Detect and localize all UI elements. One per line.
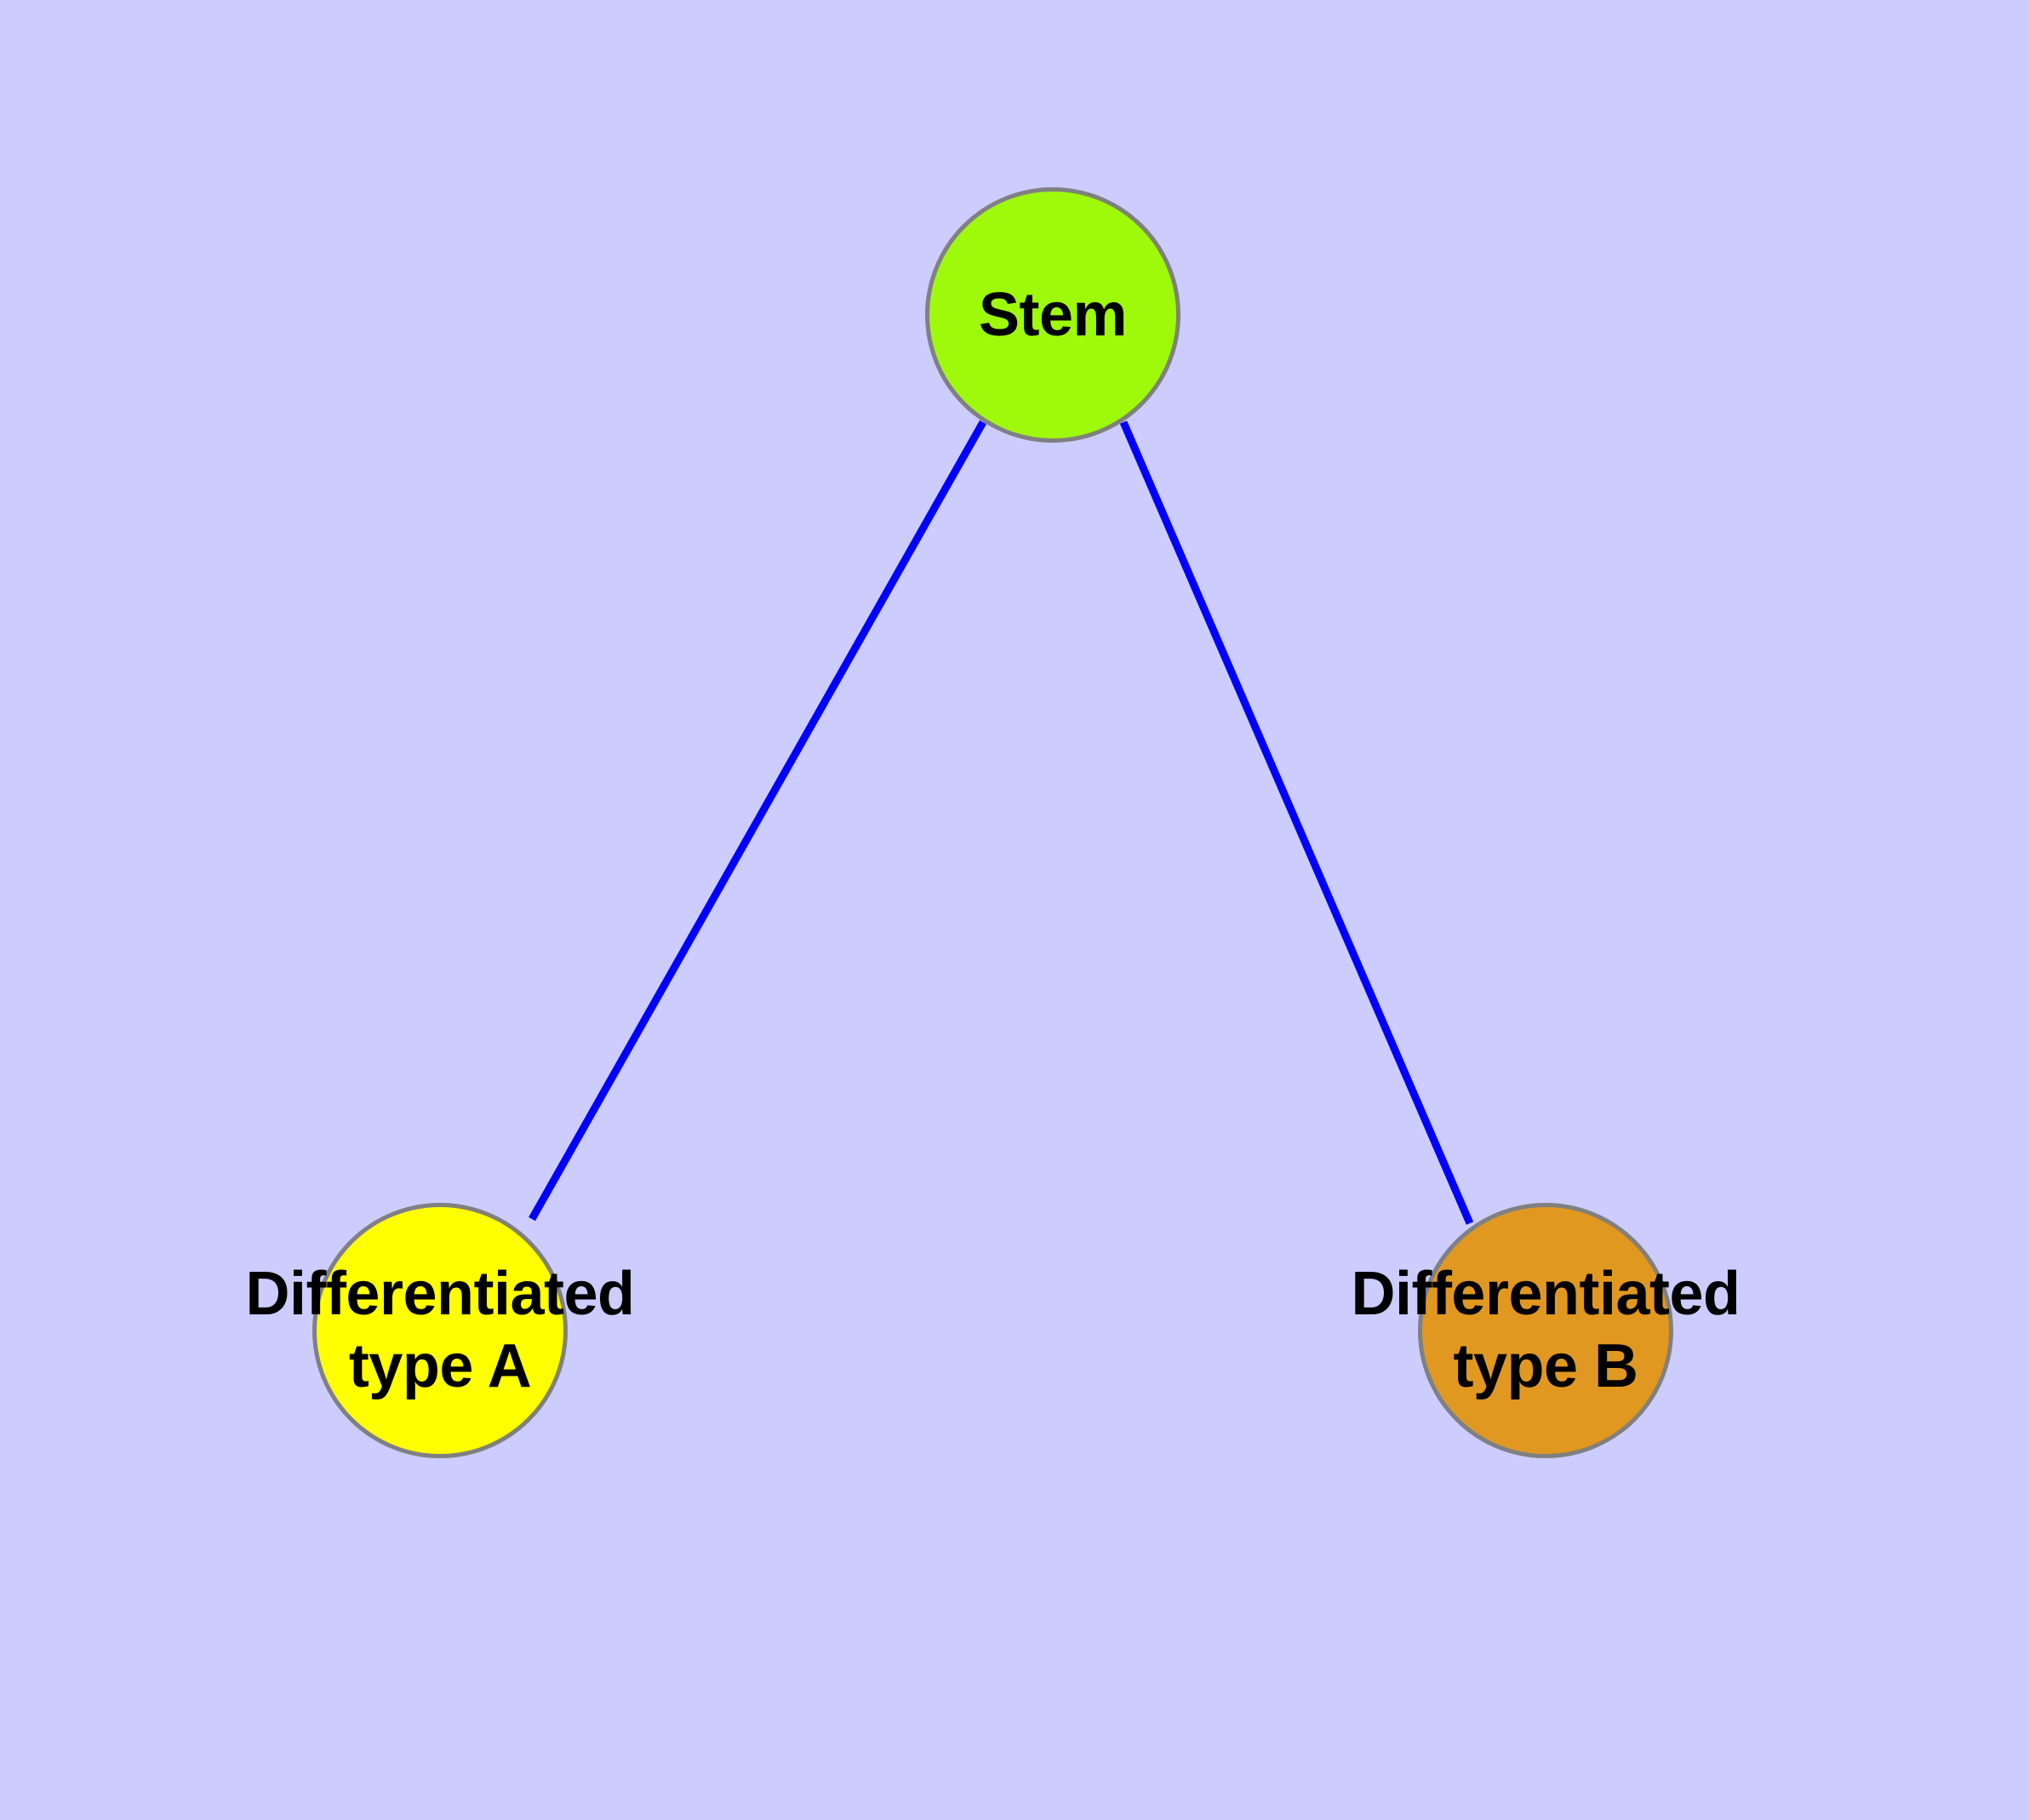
node-differentiated-type-a[interactable] [312, 1203, 568, 1458]
edge-stem-to-differentiated-type-a [529, 420, 986, 1222]
edge-stem-to-differentiated-type-b [1119, 421, 1474, 1225]
node-stem[interactable] [925, 187, 1180, 443]
node-differentiated-type-b[interactable] [1418, 1203, 1673, 1458]
